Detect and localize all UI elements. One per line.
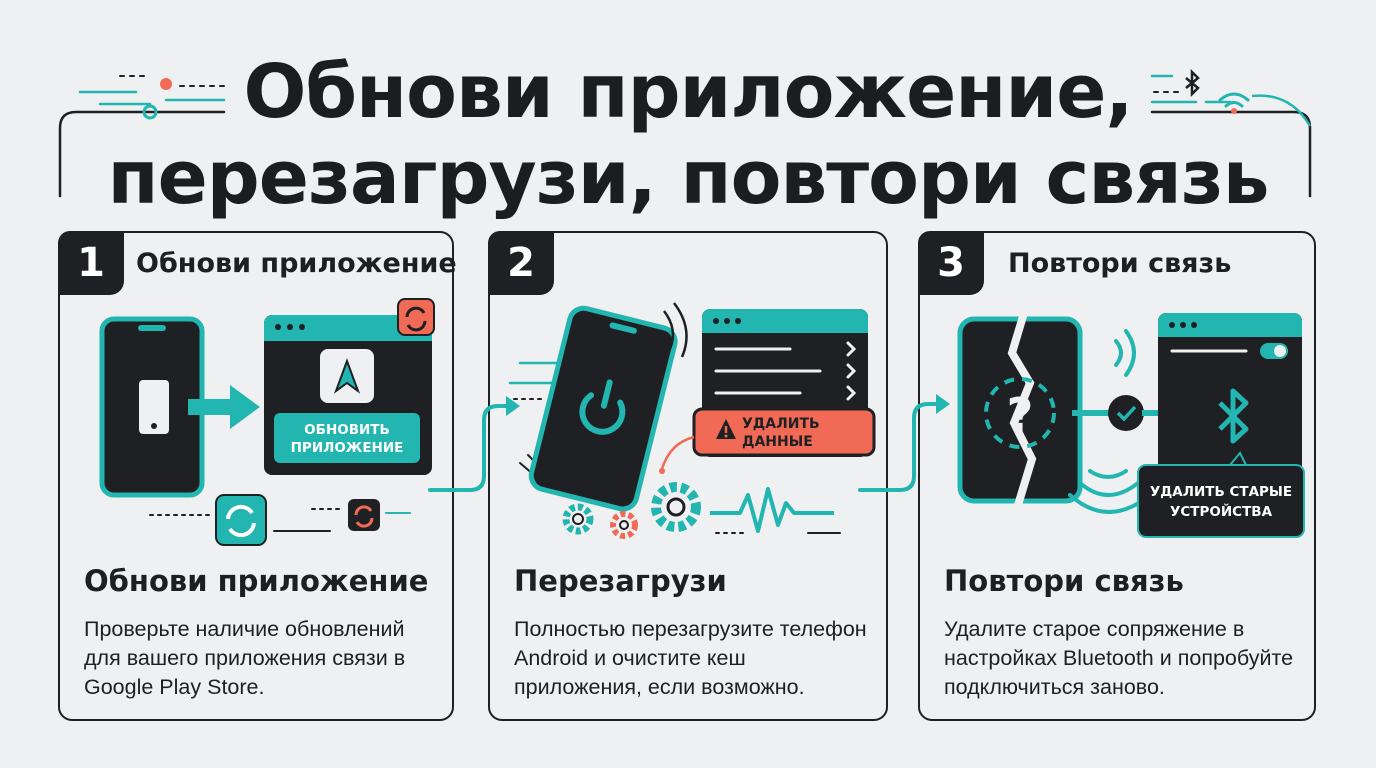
power-icon <box>579 379 626 435</box>
clear-data-label-2: ДАННЫЕ <box>742 434 813 450</box>
arrow-right-icon <box>506 396 520 416</box>
step-number-badge: 2 <box>488 231 554 295</box>
warning-icon <box>716 419 736 439</box>
page-title-line-1: Обнови приложение, <box>243 49 1133 135</box>
step-card-3: 3 Повтори связь ? <box>918 231 1316 721</box>
arrow-right-icon <box>188 385 260 429</box>
question-icon: ? <box>1007 388 1034 442</box>
step-number-badge: 1 <box>58 231 124 295</box>
step-subtitle: Перезагрузи <box>514 564 727 598</box>
update-button-label-2: ПРИЛОЖЕНИЕ <box>291 440 404 456</box>
toggle-icon[interactable] <box>1260 343 1288 359</box>
update-button-label-1: ОБНОВИТЬ <box>304 422 390 438</box>
page-title-line-2: перезагрузи, повтори связь <box>107 135 1269 221</box>
step-number-badge: 3 <box>918 231 984 295</box>
wifi-icon <box>1218 92 1250 108</box>
step-subtitle: Повтори связь <box>944 564 1184 598</box>
broken-phone-icon: ? <box>957 311 1083 507</box>
step-description: Проверьте наличие обновлений для вашего … <box>84 617 406 699</box>
update-app-illustration: ОБНОВИТЬ ПРИЛОЖЕНИЕ <box>99 298 435 546</box>
gear-icon <box>610 511 638 539</box>
gear-icon <box>562 503 594 535</box>
signal-wave-icon <box>710 487 834 533</box>
tooltip-label-1: УДАЛИТЬ СТАРЫЕ <box>1150 484 1292 500</box>
refresh-icon <box>215 494 267 546</box>
bluetooth-icon <box>1218 388 1249 444</box>
refresh-icon <box>348 499 380 531</box>
speed-lines-right <box>1150 74 1232 104</box>
tooltip-label-2: УСТРОЙСТВА <box>1170 503 1273 520</box>
step-description: Удалите старое сопряжение в настройках B… <box>944 617 1294 699</box>
update-app-button[interactable] <box>274 413 420 463</box>
restart-illustration: УДАЛИТЬ ДАННЫЕ <box>508 302 876 539</box>
check-icon <box>1108 395 1144 431</box>
app-store-icon <box>320 349 374 403</box>
step-heading: Обнови приложение <box>136 248 457 279</box>
bug-icon <box>160 78 172 90</box>
arrow-right-icon <box>936 394 950 414</box>
remove-old-devices-tooltip[interactable] <box>1137 464 1305 538</box>
step-subtitle: Обнови приложение <box>84 564 429 598</box>
reconnect-illustration: ? УДАЛИТЬ СТА <box>957 311 1305 538</box>
clear-data-label-1: УДАЛИТЬ <box>742 416 820 432</box>
step-card-1: 1 Обнови приложение ОБНОВИТЬ ПРИЛОЖЕНИЕ <box>58 231 457 721</box>
refresh-icon <box>397 298 435 336</box>
step-description: Полностью перезагрузите телефон Android … <box>514 617 867 699</box>
clear-data-button[interactable] <box>692 407 876 457</box>
smartphone-icon <box>528 305 678 512</box>
step-card-2: 2 <box>488 231 888 721</box>
gear-icon <box>142 104 158 120</box>
step-heading: Повтори связь <box>1008 248 1232 279</box>
bluetooth-icon <box>1185 68 1200 98</box>
speed-lines-left <box>78 90 226 106</box>
gear-icon <box>651 482 701 532</box>
